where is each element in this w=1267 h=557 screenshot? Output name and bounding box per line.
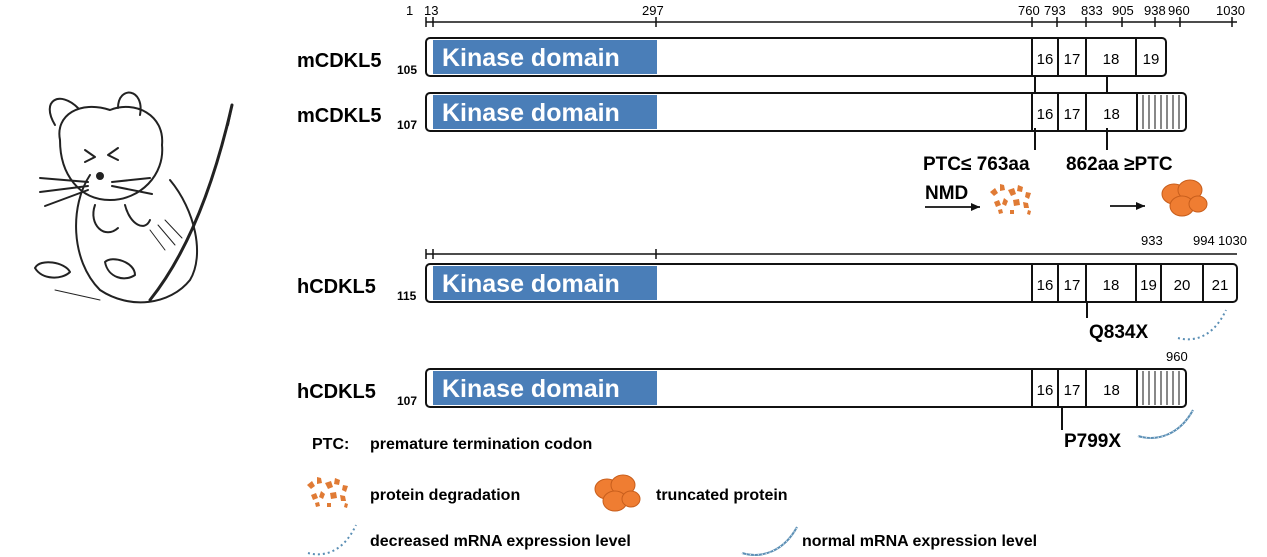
isoform-row-h115: hCDKL5 115 Kinase domain 16 17 18 19 20 21 xyxy=(297,263,1238,303)
ptc-right-label: 862aa ≥PTC xyxy=(1066,154,1173,175)
scale-tick-label: 960 xyxy=(1168,3,1190,18)
exon-label: 20 xyxy=(1174,277,1191,294)
isoform-name: mCDKL5 xyxy=(297,50,381,72)
decreased-mrna-icon xyxy=(1177,309,1227,341)
kinase-domain-label: Kinase domain xyxy=(442,44,620,72)
scale-tick-label: 760 xyxy=(1018,3,1040,18)
legend-ptc-key: PTC: xyxy=(312,436,349,453)
ptc-left-label: PTC≤ 763aa xyxy=(923,154,1030,175)
legend: PTC: premature termination codon protein… xyxy=(307,436,1037,556)
exon-label: 17 xyxy=(1064,382,1081,399)
isoform-subscript: 115 xyxy=(397,289,417,303)
isoform-row-h107: hCDKL5 107 Kinase domain 16 17 18 xyxy=(297,368,1187,408)
exon-label: 18 xyxy=(1103,382,1120,399)
exon-label: 17 xyxy=(1064,277,1081,294)
legend-decreased: decreased mRNA expression level xyxy=(370,533,631,550)
p799x-label: P799X xyxy=(1064,431,1121,452)
scale-tick-label: 833 xyxy=(1081,3,1103,18)
scale-tick-label: 933 xyxy=(1141,233,1163,248)
legend-normal: normal mRNA expression level xyxy=(802,533,1037,550)
nmd-label: NMD xyxy=(925,183,968,204)
isoform-subscript: 105 xyxy=(397,63,417,77)
scale-tick-label: 1030 xyxy=(1218,233,1247,248)
mouse-ptc-annotations: PTC≤ 763aa 862aa ≥PTC NMD xyxy=(923,128,1208,217)
kinase-domain-label: Kinase domain xyxy=(442,375,620,403)
kinase-domain xyxy=(433,40,657,74)
scale-tick-label: 938 xyxy=(1144,3,1166,18)
isoform-name: hCDKL5 xyxy=(297,381,376,403)
degradation-fragments-icon xyxy=(990,184,1031,215)
normal-mrna-icon xyxy=(1137,409,1194,439)
mouse-illustration-icon xyxy=(34,91,234,304)
q834x-label: Q834X xyxy=(1089,322,1148,343)
scale-tick-label: 1 xyxy=(406,3,413,18)
isoform-row-m107: mCDKL5 107 Kinase domain 16 17 18 xyxy=(297,92,1187,132)
isoform-subscript: 107 xyxy=(397,394,417,408)
isoform-name: hCDKL5 xyxy=(297,276,376,298)
decreased-mrna-icon xyxy=(307,524,357,556)
normal-mrna-icon xyxy=(741,526,798,556)
human-mutation-annotations: Q834X P799X xyxy=(1061,303,1227,452)
truncated-protein-icon xyxy=(594,474,641,512)
kinase-domain xyxy=(433,371,657,405)
scale-tick-label: 994 xyxy=(1193,233,1215,248)
kinase-domain-label: Kinase domain xyxy=(442,270,620,298)
kinase-domain-label: Kinase domain xyxy=(442,99,620,127)
scale-tick-label: 1030 xyxy=(1216,3,1245,18)
scale-tick-label: 13 xyxy=(424,3,438,18)
exon-label: 18 xyxy=(1103,277,1120,294)
exon-label: 16 xyxy=(1037,51,1054,68)
isoform-name: mCDKL5 xyxy=(297,105,381,127)
exon-label: 18 xyxy=(1103,106,1120,123)
degradation-fragments-icon xyxy=(307,477,348,508)
isoform-subscript: 107 xyxy=(397,118,417,132)
exon-label: 17 xyxy=(1064,51,1081,68)
scale-tick-label: 960 xyxy=(1166,349,1188,364)
kinase-domain xyxy=(433,95,657,129)
human-position-scale xyxy=(425,249,1237,259)
top-position-scale xyxy=(425,17,1237,27)
legend-ptc-desc: premature termination codon xyxy=(370,436,592,453)
exon-label: 16 xyxy=(1037,277,1054,294)
exon-label: 19 xyxy=(1143,51,1160,68)
arrow-right-icon xyxy=(925,203,980,211)
scale-tick-label: 905 xyxy=(1112,3,1134,18)
legend-degradation: protein degradation xyxy=(370,487,520,504)
scale-tick-label: 793 xyxy=(1044,3,1066,18)
scale-tick-label: 297 xyxy=(642,3,664,18)
exon-label: 17 xyxy=(1064,106,1081,123)
truncated-protein-icon xyxy=(1161,179,1208,217)
exon-label: 16 xyxy=(1037,106,1054,123)
legend-truncated: truncated protein xyxy=(656,487,788,504)
arrow-right-icon xyxy=(1110,202,1145,210)
isoform-row-m105: mCDKL5 105 Kinase domain 16 17 18 19 xyxy=(297,37,1167,77)
exon-label: 18 xyxy=(1103,51,1120,68)
exon-label: 16 xyxy=(1037,382,1054,399)
kinase-domain xyxy=(433,266,657,300)
exon-label: 19 xyxy=(1140,277,1157,294)
exon-label: 21 xyxy=(1212,277,1229,294)
